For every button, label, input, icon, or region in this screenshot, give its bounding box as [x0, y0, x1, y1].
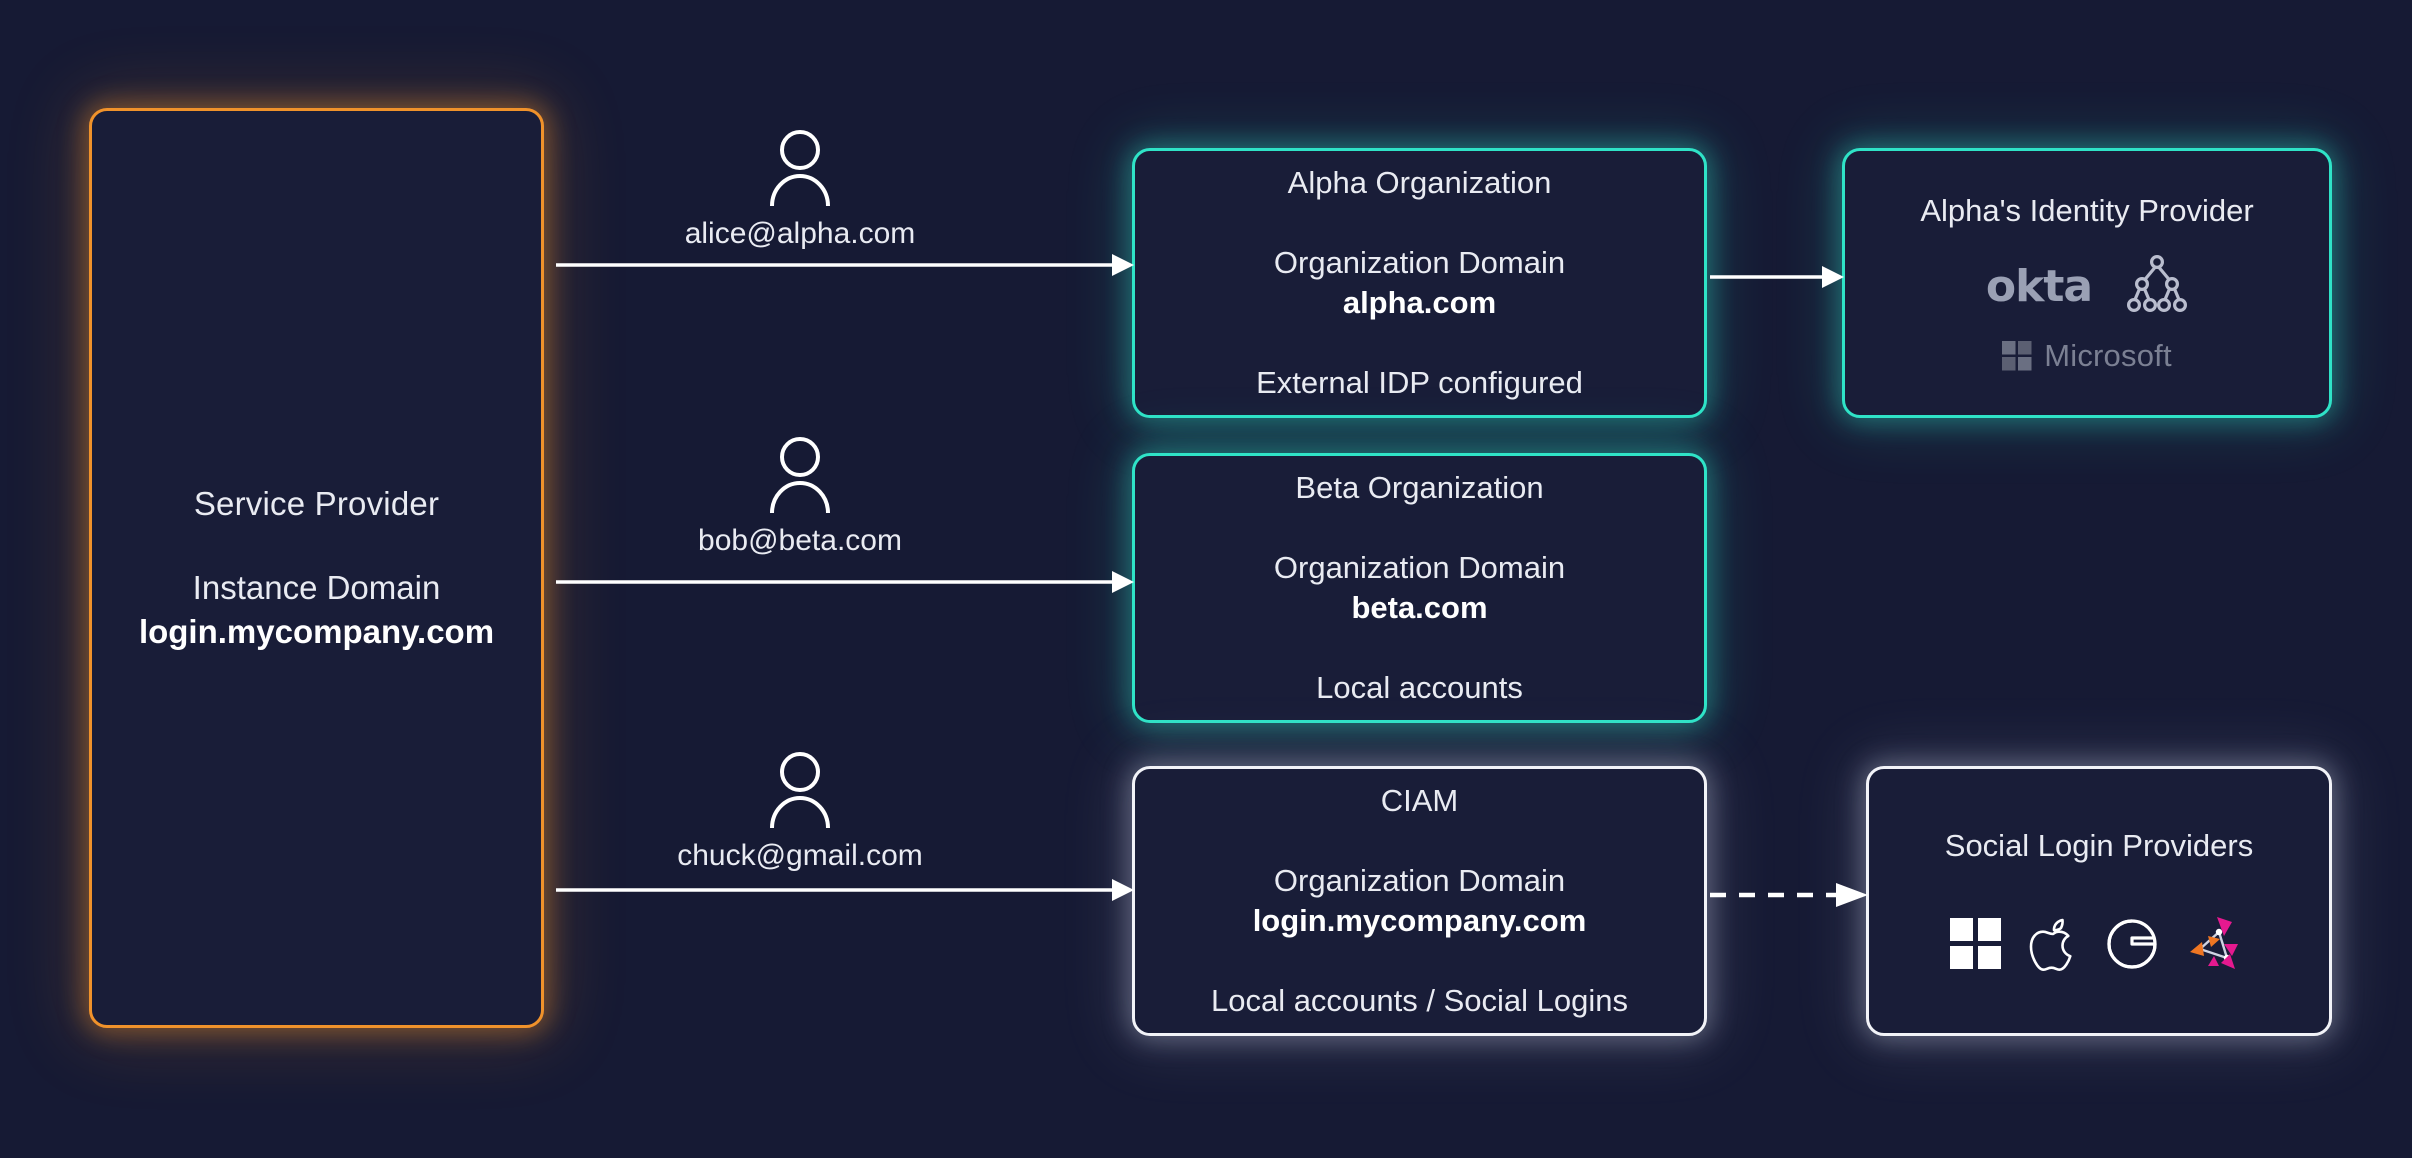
social-providers-title: Social Login Providers — [1944, 828, 2254, 863]
person-icon — [769, 128, 831, 211]
org-footer: External IDP configured — [1256, 365, 1583, 400]
microsoft-label: Microsoft — [2044, 337, 2172, 373]
user-email: bob@beta.com — [698, 524, 902, 557]
google-logo — [2107, 919, 2157, 969]
identity-provider-logos: okta — [1986, 253, 2188, 320]
alpha-organization-card: Alpha Organization Organization Domain a… — [1132, 148, 1707, 418]
org-domain-value: beta.com — [1351, 590, 1488, 625]
service-provider-card: Service Provider Instance Domain login.m… — [89, 108, 544, 1028]
okta-logo: okta — [1985, 260, 2093, 312]
connector-alpha-to-idp — [1710, 266, 1844, 288]
auth0-logo — [2190, 917, 2238, 969]
microsoft-squares-icon — [2002, 340, 2032, 370]
beta-organization-card: Beta Organization Organization Domain be… — [1132, 453, 1707, 723]
microsoft-logo: Microsoft — [2002, 338, 2172, 374]
org-title: Alpha Organization — [1287, 165, 1552, 200]
org-domain-value: login.mycompany.com — [1252, 903, 1587, 938]
org-domain-label: Organization Domain — [1273, 863, 1566, 898]
org-domain-label: Organization Domain — [1273, 550, 1566, 585]
user-bob: bob@beta.com — [650, 435, 950, 558]
social-providers-logos — [1950, 914, 2248, 974]
identity-provider-card: Alpha's Identity Provider okta — [1842, 148, 2332, 418]
identity-provider-title: Alpha's Identity Provider — [1920, 192, 2254, 228]
instance-domain-label: Instance Domain — [192, 569, 441, 606]
org-domain-value: alpha.com — [1342, 285, 1497, 320]
ciam-organization-card: CIAM Organization Domain login.mycompany… — [1132, 766, 1707, 1036]
connector-sp-to-beta — [556, 571, 1134, 593]
connector-ciam-to-social — [1710, 883, 1868, 907]
social-providers-card: Social Login Providers — [1866, 766, 2332, 1036]
user-chuck: chuck@gmail.com — [650, 750, 950, 873]
ldap-tree-icon — [2126, 253, 2188, 320]
connector-sp-to-ciam — [556, 879, 1134, 901]
org-footer: Local accounts / Social Logins — [1210, 983, 1629, 1018]
person-icon — [769, 750, 831, 833]
org-title: CIAM — [1380, 783, 1459, 818]
microsoft-logo — [1950, 918, 2001, 969]
person-icon — [769, 435, 831, 518]
apple-logo — [2029, 918, 2072, 971]
user-alice: alice@alpha.com — [650, 128, 950, 251]
service-provider-title: Service Provider — [193, 485, 440, 522]
connector-sp-to-alpha — [556, 254, 1134, 276]
instance-domain-value: login.mycompany.com — [138, 613, 495, 650]
org-domain-label: Organization Domain — [1273, 245, 1566, 280]
user-email: alice@alpha.com — [684, 217, 916, 250]
org-footer: Local accounts — [1316, 670, 1523, 705]
org-title: Beta Organization — [1295, 470, 1544, 505]
user-email: chuck@gmail.com — [677, 839, 923, 872]
